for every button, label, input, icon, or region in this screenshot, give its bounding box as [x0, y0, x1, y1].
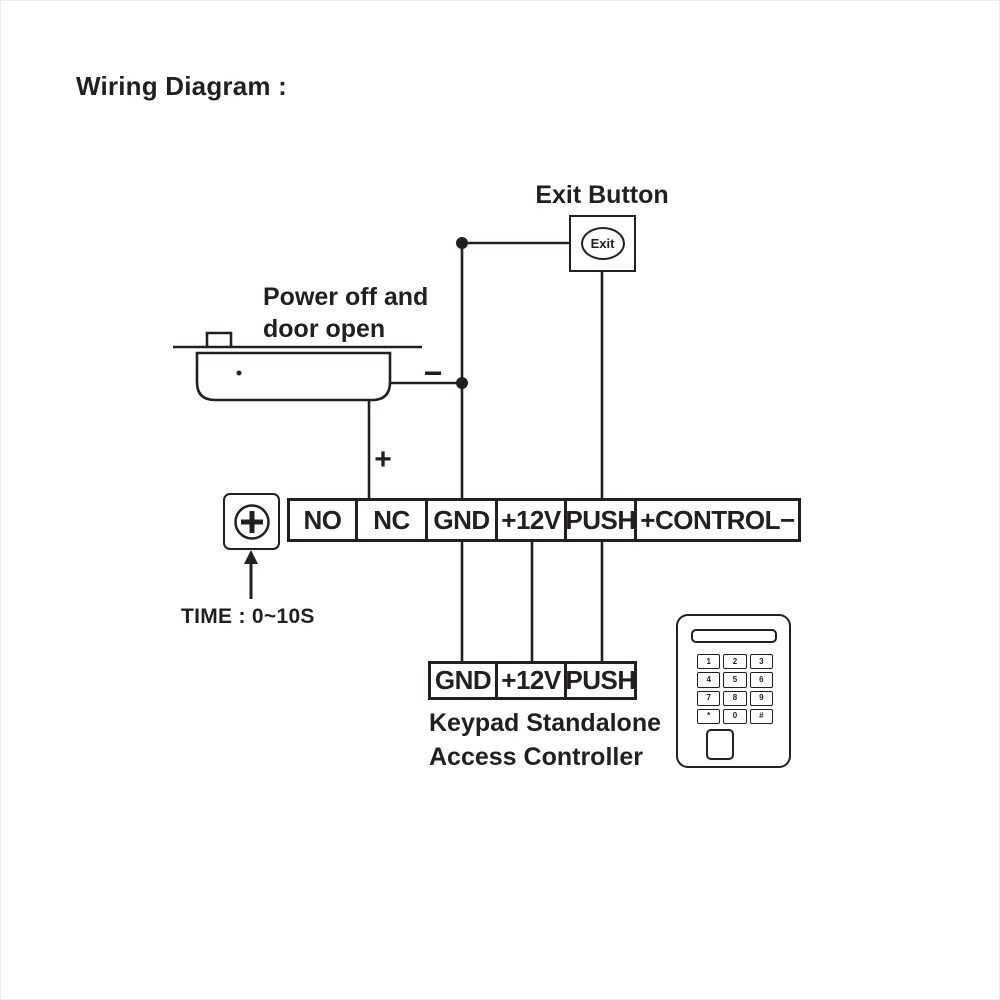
- exit-button-symbol: Exit: [569, 215, 636, 272]
- keypad-key-6: 6: [749, 672, 773, 688]
- lock-pin: [236, 370, 242, 376]
- junction-dot-lock: [456, 377, 468, 389]
- controller-caption-line2: Access Controller: [429, 743, 643, 771]
- keypad-sensor-area: [706, 729, 734, 760]
- electric-lock-symbol: [173, 331, 422, 402]
- lock-body: [195, 351, 392, 402]
- keypad-key-5: 5: [723, 672, 747, 688]
- minus-polarity-label: −: [423, 355, 443, 391]
- exit-button-text: Exit: [590, 236, 615, 251]
- timer-arrow: [244, 550, 258, 599]
- junction-dot-top: [456, 237, 468, 249]
- keypad-key-4: 4: [697, 672, 721, 688]
- lock-caption-line2: door open: [263, 315, 386, 343]
- terminal-no: NO: [287, 498, 358, 542]
- timer-adjust-icon: [233, 503, 270, 540]
- timer-range-label: TIME : 0~10S: [181, 605, 315, 628]
- keypad-device-symbol: 1 2 3 4 5 6 7 8 9 * 0 #: [676, 614, 791, 768]
- exit-button-label: Exit Button: [535, 181, 669, 209]
- controller-caption-line1: Keypad Standalone: [429, 709, 661, 737]
- lock-caption-line1: Power off and: [263, 283, 429, 311]
- relay-terminal-strip: NO NC GND +12V PUSH +CONTROL−: [287, 498, 801, 542]
- terminal-gnd: GND: [425, 498, 498, 542]
- keypad-key-3: 3: [749, 654, 773, 670]
- plus-polarity-label: +: [374, 443, 392, 476]
- keypad-key-0: 0: [723, 708, 747, 724]
- terminal-nc: NC: [355, 498, 428, 542]
- keypad-key-8: 8: [723, 690, 747, 706]
- keypad-key-7: 7: [697, 690, 721, 706]
- lock-tab: [205, 331, 233, 347]
- keypad-display-slot: [691, 629, 777, 643]
- terminal-12v: +12V: [495, 498, 567, 542]
- exit-oval: Exit: [580, 227, 625, 260]
- keypad-key-grid: 1 2 3 4 5 6 7 8 9 * 0 #: [697, 654, 773, 724]
- controller-gnd: GND: [428, 661, 498, 700]
- page-title: Wiring Diagram :: [76, 71, 287, 101]
- timer-adjust-box: [223, 493, 280, 550]
- keypad-key-1: 1: [697, 654, 721, 670]
- keypad-key-hash: #: [749, 708, 773, 724]
- controller-12v: +12V: [495, 661, 567, 700]
- keypad-key-2: 2: [723, 654, 747, 670]
- controller-push: PUSH: [564, 661, 637, 700]
- keypad-key-star: *: [697, 708, 721, 724]
- controller-terminal-strip: GND +12V PUSH: [428, 661, 637, 700]
- keypad-key-9: 9: [749, 690, 773, 706]
- terminal-control: +CONTROL−: [634, 498, 801, 542]
- timer-arrow-head: [244, 550, 258, 564]
- terminal-push: PUSH: [564, 498, 637, 542]
